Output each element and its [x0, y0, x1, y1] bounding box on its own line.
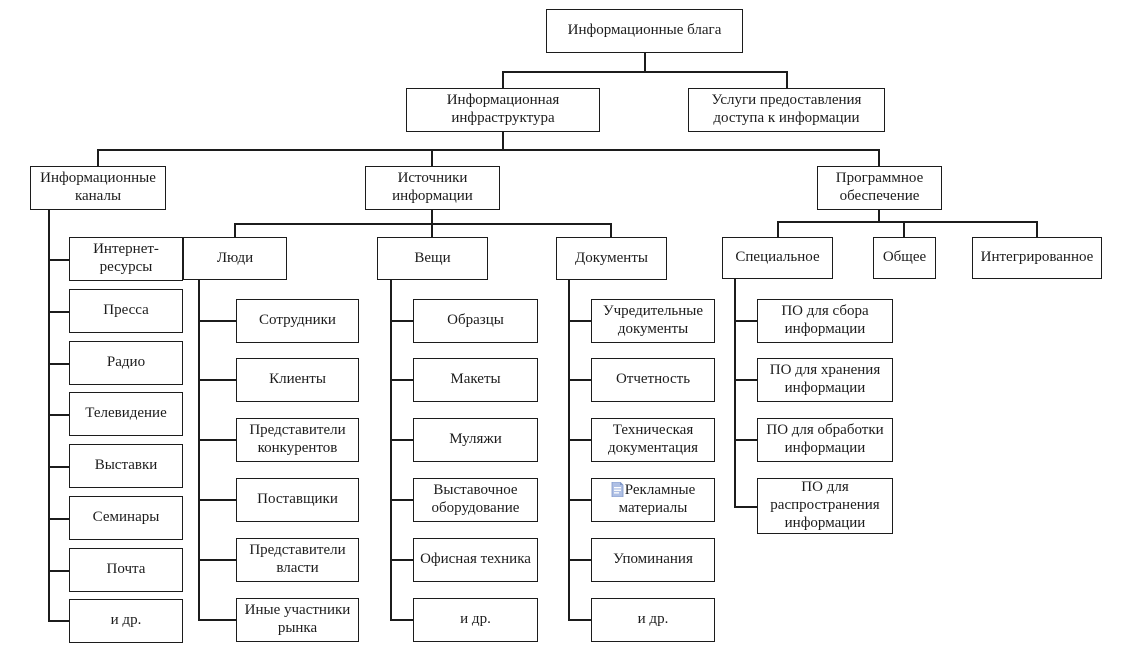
connector	[734, 279, 736, 507]
documents-item: Техническая документация	[591, 418, 715, 462]
special-software-item: ПО для обработки информации	[757, 418, 893, 462]
channel-item: Радио	[69, 341, 183, 385]
connector	[48, 311, 69, 313]
channels-node: Информационные каналы	[30, 166, 166, 210]
connector	[568, 379, 591, 381]
connector	[568, 280, 570, 621]
connector	[1036, 221, 1038, 237]
connector	[198, 439, 236, 441]
connector	[502, 71, 504, 88]
connector	[48, 518, 69, 520]
things-item: Макеты	[413, 358, 538, 402]
connector	[198, 499, 236, 501]
connector	[390, 619, 413, 621]
people-node: Люди	[183, 237, 287, 280]
things-item: Образцы	[413, 299, 538, 343]
channel-item: Семинары	[69, 496, 183, 540]
connector	[390, 559, 413, 561]
documents-item: Учредительные документы	[591, 299, 715, 343]
channel-item: Почта	[69, 548, 183, 592]
documents-item: и др.	[591, 598, 715, 642]
connector	[431, 223, 433, 237]
connector	[502, 71, 788, 73]
people-item: Представители конкурентов	[236, 418, 359, 462]
infrastructure-node: Информационная инфраструктура	[406, 88, 600, 132]
connector	[568, 320, 591, 322]
connector	[390, 379, 413, 381]
access-services-node: Услуги предоставления доступа к информац…	[688, 88, 885, 132]
connector	[48, 466, 69, 468]
connector	[644, 53, 646, 71]
sources-node: Источники информации	[365, 166, 500, 210]
connector	[390, 439, 413, 441]
things-item: Муляжи	[413, 418, 538, 462]
connector	[48, 414, 69, 416]
connector	[568, 499, 591, 501]
special-software-item: ПО для сбора информации	[757, 299, 893, 343]
things-item: и др.	[413, 598, 538, 642]
integrated-software-node: Интегрированное	[972, 237, 1102, 279]
software-node: Программное обеспечение	[817, 166, 942, 210]
people-item: Сотрудники	[236, 299, 359, 343]
channel-item: Пресса	[69, 289, 183, 333]
connector	[568, 439, 591, 441]
root-node: Информационные блага	[546, 9, 743, 53]
things-item: Выставочное оборудование	[413, 478, 538, 522]
connector	[568, 559, 591, 561]
connector	[198, 320, 236, 322]
general-software-node: Общее	[873, 237, 936, 279]
connector	[734, 379, 757, 381]
documents-item: Рекламные материалы	[591, 478, 715, 522]
connector	[198, 379, 236, 381]
connector	[786, 71, 788, 88]
connector	[610, 223, 612, 237]
connector	[390, 499, 413, 501]
things-item: Офисная техника	[413, 538, 538, 582]
connector	[777, 221, 779, 237]
document-icon	[611, 482, 624, 498]
connector	[234, 223, 612, 225]
things-node: Вещи	[377, 237, 488, 280]
connector	[390, 320, 413, 322]
documents-item: Отчетность	[591, 358, 715, 402]
connector	[502, 132, 504, 150]
connector	[198, 280, 200, 621]
channel-item: Выставки	[69, 444, 183, 488]
connector	[48, 620, 69, 622]
connector	[198, 559, 236, 561]
connector	[431, 149, 433, 166]
connector	[878, 149, 880, 166]
connector	[734, 320, 757, 322]
channel-item: и др.	[69, 599, 183, 643]
connector	[878, 210, 880, 222]
channel-item: Телевидение	[69, 392, 183, 436]
connector	[903, 221, 905, 237]
connector	[390, 280, 392, 621]
connector	[568, 619, 591, 621]
special-software-item: ПО для хранения информации	[757, 358, 893, 402]
connector	[97, 149, 99, 166]
connector	[431, 210, 433, 224]
documents-item: Упоминания	[591, 538, 715, 582]
connector	[48, 363, 69, 365]
special-software-node: Специальное	[722, 237, 833, 279]
people-item: Иные участники рынка	[236, 598, 359, 642]
people-item: Представители власти	[236, 538, 359, 582]
connector	[777, 221, 1038, 223]
people-item: Поставщики	[236, 478, 359, 522]
documents-item-label: Рекламные материалы	[618, 482, 696, 516]
connector	[48, 570, 69, 572]
connector	[48, 259, 69, 261]
channel-item: Интернет-ресурсы	[69, 237, 183, 281]
documents-node: Документы	[556, 237, 667, 280]
people-item: Клиенты	[236, 358, 359, 402]
connector	[48, 210, 50, 622]
documents-item-content: Рекламные материалы	[595, 482, 711, 517]
connector	[198, 619, 236, 621]
connector	[234, 223, 236, 237]
connector	[734, 439, 757, 441]
special-software-item: ПО для распространения информации	[757, 478, 893, 534]
connector	[734, 506, 757, 508]
connector	[97, 149, 880, 151]
